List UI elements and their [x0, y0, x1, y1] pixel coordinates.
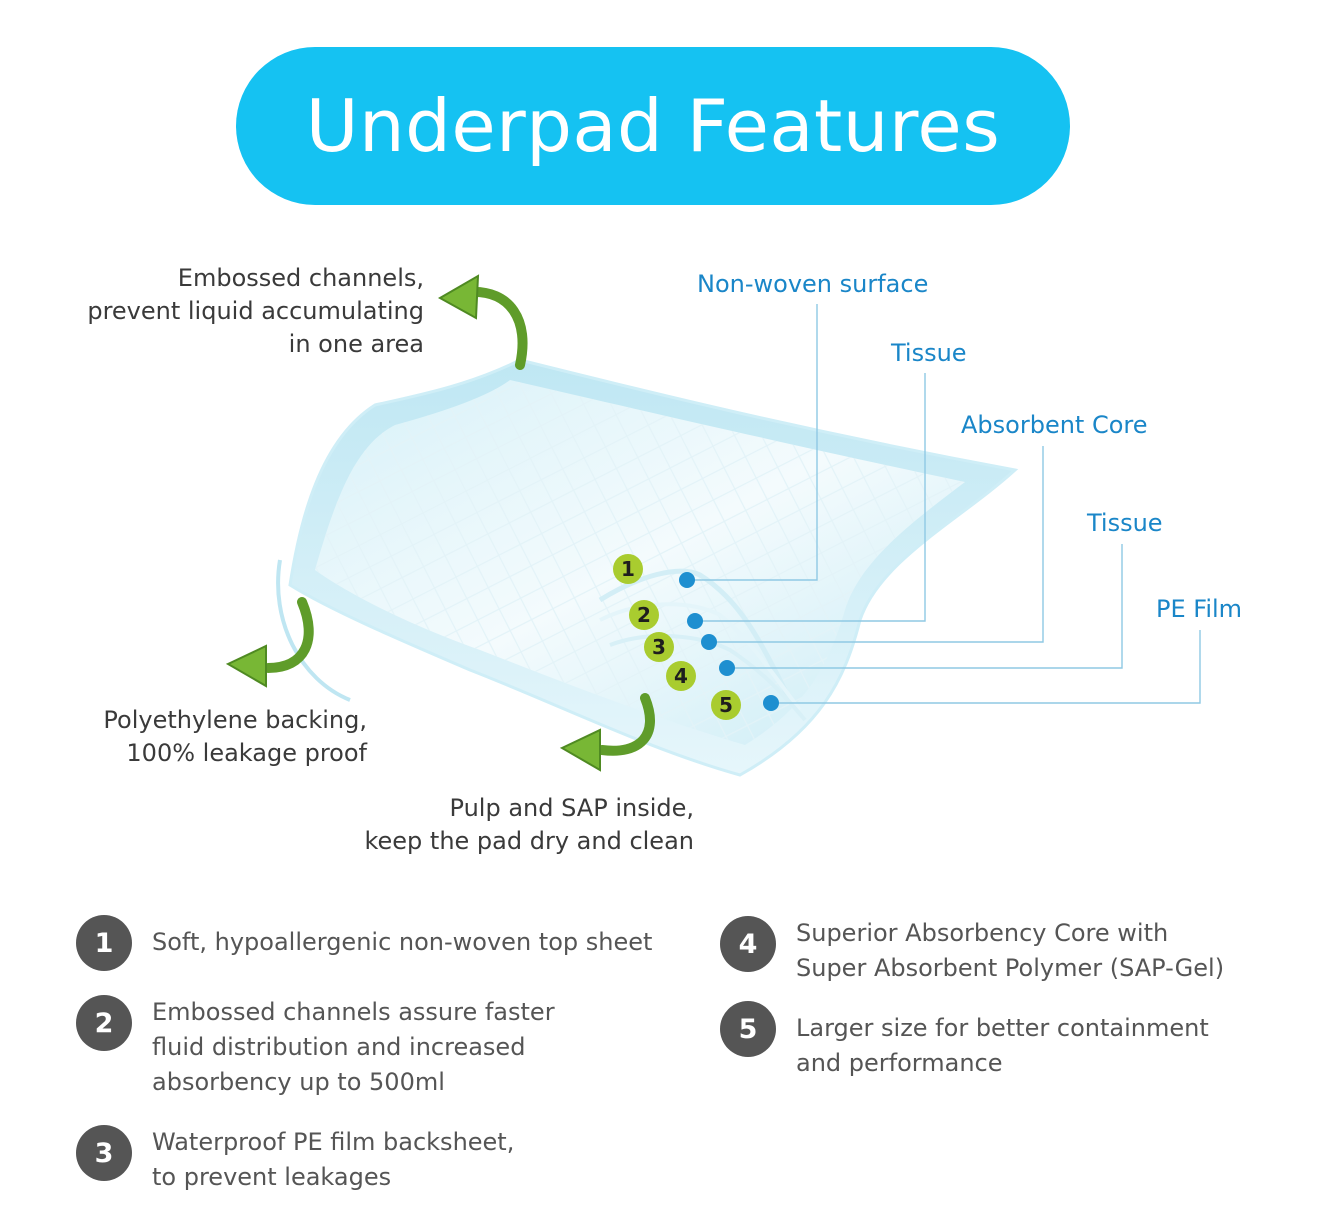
feature-item-2: 2 Embossed channels assure faster fluid …	[76, 995, 555, 1100]
layer-marker-3: 3	[644, 632, 674, 662]
layer-label-pe-film: PE Film	[1156, 595, 1243, 623]
callout-polyethylene-backing: Polyethylene backing, 100% leakage proof	[103, 706, 367, 767]
layer-label-tissue-bottom: Tissue	[1087, 509, 1163, 537]
layer-leader-lines	[687, 304, 1201, 704]
layer-dot	[719, 660, 735, 676]
feature-number-badge: 3	[76, 1125, 132, 1181]
feature-text: Larger size for better containment and p…	[796, 1014, 1209, 1077]
layer-marker-2: 2	[629, 600, 659, 630]
layer-dots	[679, 572, 779, 711]
arrow-pulp-icon	[559, 693, 655, 772]
feature-number-badge: 4	[720, 916, 776, 972]
layer-dot	[687, 613, 703, 629]
callout-pulp-sap: Pulp and SAP inside, keep the pad dry an…	[364, 794, 694, 855]
feature-item-3: 3 Waterproof PE film backsheet, to preve…	[76, 1125, 514, 1195]
feature-item-5: 5 Larger size for better containment and…	[720, 1001, 1209, 1081]
arrow-backing-icon	[225, 597, 314, 688]
layer-marker-4: 4	[666, 661, 696, 691]
layer-label-absorbent-core: Absorbent Core	[961, 411, 1148, 439]
layer-dot	[701, 634, 717, 650]
arrow-embossed-icon	[437, 274, 528, 370]
layer-marker-1: 1	[613, 554, 643, 584]
feature-text: Waterproof PE film backsheet, to prevent…	[152, 1128, 515, 1191]
title-banner: Underpad Features	[236, 47, 1070, 205]
page-title: Underpad Features	[305, 84, 1001, 168]
layer-label-non-woven-surface: Non-woven surface	[697, 270, 929, 298]
layer-dot	[763, 695, 779, 711]
layer-label-tissue-top: Tissue	[891, 339, 967, 367]
callout-embossed-channels: Embossed channels, prevent liquid accumu…	[87, 264, 424, 358]
feature-text: Embossed channels assure faster fluid di…	[152, 998, 555, 1096]
layer-marker-5: 5	[711, 690, 741, 720]
feature-number-badge: 5	[720, 1001, 776, 1057]
feature-item-4: 4 Superior Absorbency Core with Super Ab…	[720, 916, 1224, 986]
feature-number-badge: 1	[76, 915, 132, 971]
feature-item-1: 1 Soft, hypoallergenic non-woven top she…	[76, 915, 652, 971]
feature-text: Soft, hypoallergenic non-woven top sheet	[152, 928, 653, 956]
feature-number-badge: 2	[76, 995, 132, 1051]
feature-text: Superior Absorbency Core with Super Abso…	[796, 919, 1225, 982]
layer-dot	[679, 572, 695, 588]
